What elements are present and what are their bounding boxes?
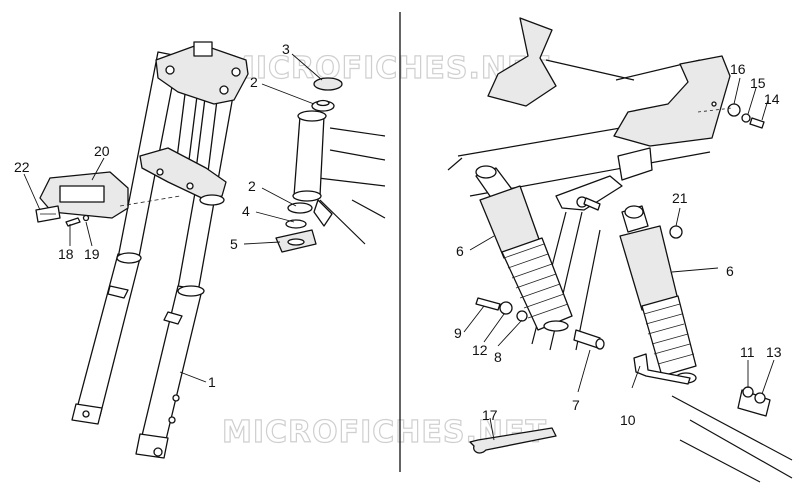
shock-left-bottom bbox=[543, 320, 569, 332]
callout-18: 18 bbox=[58, 246, 74, 262]
fork-left-bolt bbox=[82, 410, 90, 418]
callout-4: 4 bbox=[242, 203, 250, 219]
shock-right-body bbox=[619, 225, 679, 311]
rear-swingarm-lines bbox=[671, 395, 793, 483]
rear-suspension-assembly bbox=[447, 17, 793, 483]
fork-right-bracket bbox=[163, 311, 183, 325]
head-tube-top bbox=[297, 110, 327, 122]
lower-clamp-right-collar bbox=[199, 194, 225, 206]
grommet-16 bbox=[727, 103, 741, 117]
frame-plate bbox=[617, 147, 653, 181]
shock-right-spring bbox=[641, 295, 697, 377]
callout-8: 8 bbox=[494, 349, 502, 365]
washer-15 bbox=[741, 113, 751, 123]
callout-22: 22 bbox=[14, 159, 30, 175]
shock-left-coils bbox=[503, 243, 569, 319]
callout-14: 14 bbox=[764, 91, 780, 107]
bolt-9 bbox=[475, 297, 501, 311]
seat-hole bbox=[711, 101, 717, 107]
callout-6-right: 6 bbox=[726, 263, 734, 279]
callout-13: 13 bbox=[766, 344, 782, 360]
nut-8 bbox=[516, 310, 528, 322]
washer-12 bbox=[499, 301, 513, 315]
spacer-7-end bbox=[595, 338, 605, 350]
headlight-bracket-slot bbox=[59, 185, 105, 203]
fork-right-bolt bbox=[153, 447, 163, 457]
callout-11: 11 bbox=[740, 344, 755, 360]
fork-right-seal bbox=[177, 285, 205, 297]
fork-right-axle-lug bbox=[135, 433, 169, 459]
shock-left-top-eye bbox=[475, 165, 497, 179]
leader-lines bbox=[23, 53, 775, 441]
callout-10: 10 bbox=[620, 412, 636, 428]
steering-head-group bbox=[275, 77, 386, 253]
callout-5: 5 bbox=[230, 236, 238, 252]
hook-wrench bbox=[469, 427, 557, 454]
upper-mount-bolt bbox=[583, 197, 601, 211]
steering-head-tube bbox=[293, 115, 325, 197]
front-fork-assembly bbox=[71, 41, 249, 459]
top-bearing-inner bbox=[316, 99, 330, 107]
seat-cowl-rear bbox=[613, 55, 731, 147]
seat-rail-lines bbox=[545, 59, 701, 81]
top-dust-seal bbox=[313, 77, 343, 91]
lower-bearing bbox=[287, 202, 313, 214]
bracket-washer bbox=[82, 214, 90, 222]
head-tube-bottom bbox=[292, 190, 322, 202]
callout-20: 20 bbox=[94, 143, 110, 159]
lower-clamp-bolt-left bbox=[156, 168, 164, 176]
callout-1: 1 bbox=[208, 374, 216, 390]
callout-3: 3 bbox=[282, 41, 290, 57]
shock-right-top-eye bbox=[624, 205, 644, 219]
washer-11 bbox=[742, 386, 754, 398]
shock-left-spring bbox=[501, 237, 573, 331]
seat-cowl-front bbox=[487, 17, 557, 107]
callout-17: 17 bbox=[482, 407, 498, 423]
top-clamp-nut bbox=[193, 41, 213, 57]
bracket-screw bbox=[65, 217, 81, 227]
fork-right-slider bbox=[139, 285, 203, 449]
callout-21: 21 bbox=[672, 190, 688, 206]
fork-caliper-mount-upper bbox=[172, 394, 180, 402]
fork-left-seal bbox=[116, 252, 142, 264]
fork-left-slider bbox=[75, 253, 141, 417]
bracket-dash-line bbox=[119, 195, 181, 207]
callout-6-left: 6 bbox=[456, 243, 464, 259]
lower-bearing-race bbox=[285, 219, 307, 229]
callout-16: 16 bbox=[730, 61, 746, 77]
frame-tubes bbox=[317, 127, 386, 245]
top-clamp-bolt-left bbox=[165, 65, 175, 75]
callout-12: 12 bbox=[472, 342, 488, 358]
callout-19: 19 bbox=[84, 246, 100, 262]
callout-2-top: 2 bbox=[250, 74, 258, 90]
lower-clamp-bolt bbox=[186, 182, 194, 190]
lower-seal-hole bbox=[287, 238, 305, 246]
callout-9: 9 bbox=[454, 325, 462, 341]
callout-15: 15 bbox=[750, 75, 766, 91]
top-clamp-bolt-right bbox=[231, 67, 241, 77]
lower-triple-clamp bbox=[139, 147, 227, 201]
callout-labels: 1 2 2 3 4 5 6 6 7 8 9 10 11 12 13 14 15 … bbox=[14, 41, 782, 428]
screw-14 bbox=[749, 117, 765, 129]
nut-13 bbox=[754, 392, 766, 404]
fork-left-bracket bbox=[107, 285, 129, 299]
callout-2-bottom: 2 bbox=[248, 178, 256, 194]
washer-21 bbox=[669, 225, 683, 239]
top-clamp-bolt-center bbox=[219, 85, 229, 95]
headlight-bracket-group bbox=[35, 171, 181, 227]
frame-gusset bbox=[313, 199, 333, 227]
shock-mount-bracket bbox=[555, 175, 623, 211]
fork-caliper-mount-lower bbox=[168, 416, 176, 424]
callout-7: 7 bbox=[572, 397, 580, 413]
shock-right-coils bbox=[643, 303, 695, 365]
